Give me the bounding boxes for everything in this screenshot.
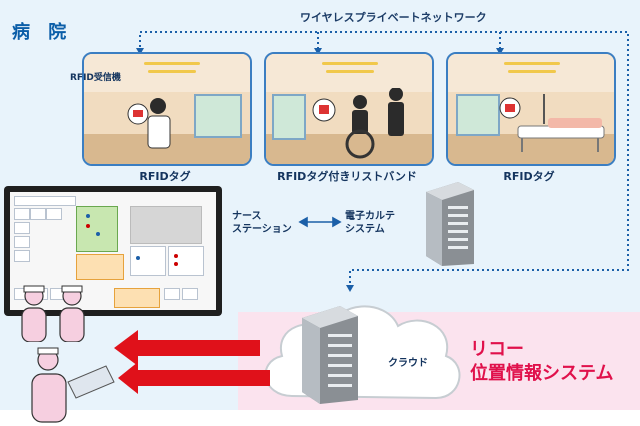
cloud-server-icon <box>302 306 358 404</box>
room-wheelchair <box>264 52 434 166</box>
room-2-caption: RFIDタグ付きリストバンド <box>277 170 417 183</box>
data-flow-arrows <box>114 330 270 394</box>
nurse-station-label: ナース ステーション <box>232 211 292 235</box>
nurses-figure <box>21 285 85 342</box>
nurse-with-tablet-figure <box>31 347 115 423</box>
wheelchair-patient-figure <box>312 88 404 159</box>
cloud-label: クラウド <box>388 358 428 369</box>
room-1-caption: RFIDタグ <box>139 170 191 183</box>
rfid-receiver-label: RFID受信機 <box>70 73 121 83</box>
ricoh-system-label: リコー 位置情報システム <box>470 339 614 384</box>
ehr-server-icon <box>426 182 474 266</box>
room-doctor <box>82 52 252 166</box>
bed-patient-figure <box>499 94 605 152</box>
hospital-title: 病 院 <box>12 22 73 43</box>
doctor-figure <box>127 98 171 149</box>
network-label: ワイヤレスプライベートネットワーク <box>300 11 487 24</box>
ehr-label: 電子カルテ システム <box>345 211 395 235</box>
room-bed <box>446 52 616 166</box>
room-3-caption: RFIDタグ <box>503 170 555 183</box>
